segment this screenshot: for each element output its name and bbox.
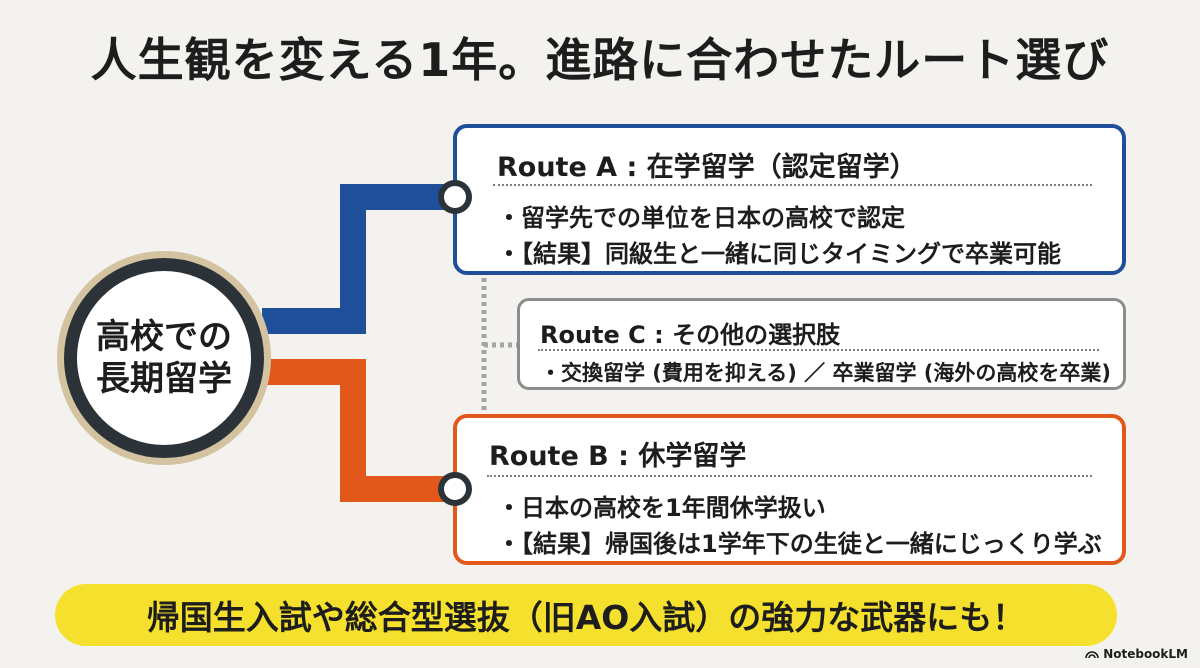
route-c-item: ・交換留学 (費用を抑える) ／ 卒業留学 (海外の高校を卒業) — [540, 361, 1112, 385]
route-c-card: Route C : その他の選択肢 ・交換留学 (費用を抑える) ／ 卒業留学 … — [517, 298, 1126, 390]
route-b-divider — [487, 475, 1092, 477]
route-a-heading: Route A : 在学留学（認定留学） — [497, 152, 917, 183]
route-a-divider — [493, 184, 1092, 186]
page-title: 人生観を変える1年。進路に合わせたルート選び — [90, 33, 1110, 87]
route-a-line — [262, 184, 455, 334]
route-b-item: ・【結果】帰国後は1学年下の生徒と一緒にじっくり学ぶ — [497, 530, 1102, 558]
route-a-node — [438, 180, 472, 214]
route-a-item: ・留学先での単位を日本の高校で認定 — [497, 204, 905, 232]
brand-name: NotebookLM — [1103, 647, 1188, 661]
brand-watermark: NotebookLM — [1085, 647, 1188, 661]
bottom-banner: 帰国生入試や総合型選抜（旧AO入試）の強力な武器にも！ — [55, 584, 1117, 646]
hub-label-line2: 長期留学 — [96, 359, 232, 399]
route-c-divider — [538, 349, 1099, 351]
route-b-node — [438, 472, 472, 506]
route-b-card: Route B : 休学留学 ・日本の高校を1年間休学扱い ・【結果】帰国後は1… — [453, 414, 1126, 565]
route-b-heading: Route B : 休学留学 — [489, 441, 747, 472]
notebooklm-logo-icon — [1085, 651, 1099, 659]
route-a-item: ・【結果】同級生と一緒に同じタイミングで卒業可能 — [497, 240, 1061, 268]
route-c-heading: Route C : その他の選択肢 — [540, 321, 841, 349]
hub-label-line1: 高校での — [96, 316, 232, 357]
route-a-card: Route A : 在学留学（認定留学） ・留学先での単位を日本の高校で認定 ・… — [453, 124, 1126, 275]
banner-text: 帰国生入試や総合型選抜（旧AO入試）の強力な武器にも！ — [146, 598, 1026, 637]
route-c-line — [481, 278, 519, 410]
route-b-line — [262, 359, 455, 502]
route-b-item: ・日本の高校を1年間休学扱い — [497, 494, 826, 522]
